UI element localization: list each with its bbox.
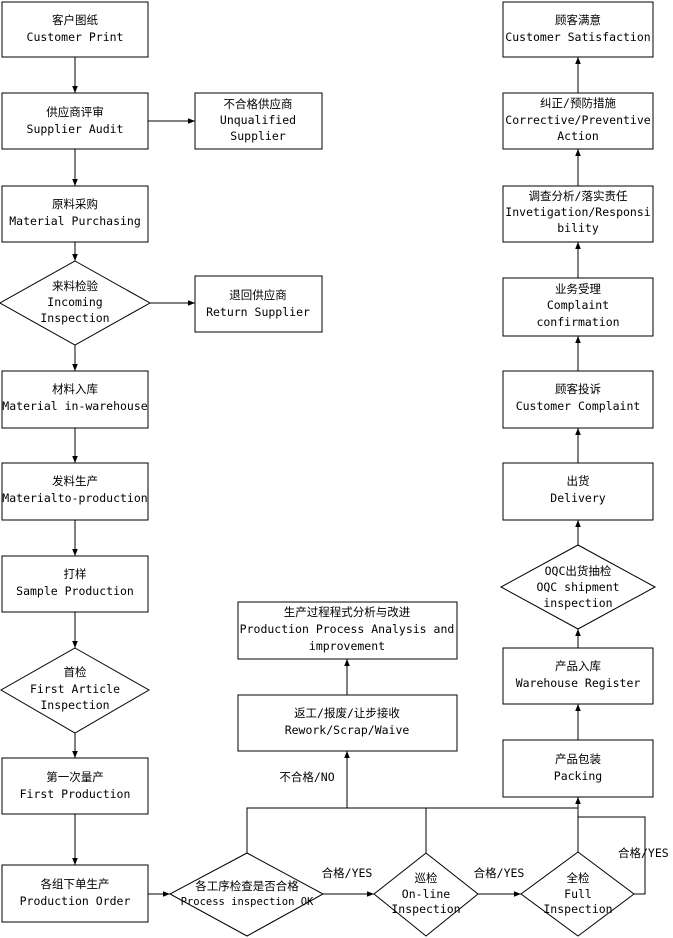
node-material-in-warehouse: 材料入库 Material in-warehouse: [1, 370, 149, 429]
sample-production-en: Sample Production: [16, 584, 134, 598]
process-inspection-en: Process inspection OK: [181, 896, 314, 908]
process-inspection-cn: 各工序检查是否合格: [195, 879, 299, 893]
node-sample-production: 打样 Sample Production: [1, 555, 149, 613]
delivery-cn: 出货: [567, 474, 590, 488]
investigation-en-1: Invetigation/Responsi: [505, 205, 650, 219]
packing-cn: 产品包装: [555, 752, 601, 766]
process-analysis-en-1: Production Process Analysis and: [240, 622, 455, 636]
incoming-inspection-en-2: Inspection: [40, 311, 109, 325]
node-oqc-inspection: OQC出货抽检 OQC shipment inspection: [499, 544, 657, 630]
node-material-to-production: 发料生产 Materialto-production: [1, 462, 149, 521]
corrective-action-cn: 纠正/预防措施: [540, 96, 616, 110]
node-warehouse-register: 产品入库 Warehouse Register: [502, 647, 654, 705]
full-inspection-en-1: Full: [564, 887, 592, 901]
packing-en: Packing: [554, 769, 602, 783]
first-production-cn: 第一次量产: [46, 770, 104, 784]
node-complaint-confirmation: 业务受理 Complaint confirmation: [502, 277, 654, 337]
node-first-production: 第一次量产 First Production: [1, 757, 149, 815]
return-supplier-cn: 退回供应商: [229, 288, 287, 302]
node-online-inspection: 巡检 On-line Inspection: [373, 852, 479, 937]
customer-satisfaction-en: Customer Satisfaction: [505, 30, 650, 44]
process-analysis-en-2: improvement: [309, 639, 385, 653]
node-full-inspection: 全检 Full Inspection: [520, 851, 635, 937]
label-ok-full: 合格/YES: [618, 846, 669, 860]
node-investigation: 调查分析/落实责任 Invetigation/Responsi bility: [502, 185, 654, 243]
first-article-inspection-en-2: Inspection: [40, 698, 109, 712]
warehouse-register-en: Warehouse Register: [516, 676, 641, 690]
incoming-inspection-cn: 来料检验: [52, 279, 98, 293]
supplier-audit-en: Supplier Audit: [27, 122, 124, 136]
full-inspection-en-2: Inspection: [543, 902, 612, 916]
node-material-purchasing: 原料采购 Material Purchasing: [1, 185, 149, 243]
supplier-audit-cn: 供应商评审: [46, 105, 104, 119]
investigation-en-2: bility: [557, 221, 599, 235]
unqualified-supplier-en-1: Unqualified: [220, 113, 296, 127]
production-order-cn: 各组下单生产: [41, 877, 110, 891]
delivery-en: Delivery: [550, 491, 605, 505]
node-production-order: 各组下单生产 Production Order: [1, 864, 149, 923]
label-ok-online: 合格/YES: [474, 866, 525, 880]
first-article-inspection-en-1: First Article: [30, 682, 120, 696]
investigation-cn: 调查分析/落实责任: [529, 189, 628, 203]
connectors: [72, 57, 646, 897]
node-packing: 产品包装 Packing: [502, 739, 654, 798]
material-in-warehouse-en: Material in-warehouse: [2, 399, 147, 413]
label-ng: 不合格/NO: [279, 770, 334, 784]
oqc-inspection-en-2: inspection: [543, 596, 612, 610]
customer-complaint-cn: 顾客投诉: [555, 382, 601, 396]
return-supplier-en: Return Supplier: [206, 305, 310, 319]
node-return-supplier: 退回供应商 Return Supplier: [194, 275, 323, 333]
arrow-full-to-packing: [575, 797, 646, 895]
rework-cn: 返工/报废/让步接收: [294, 706, 400, 720]
oqc-inspection-en-1: OQC shipment: [536, 580, 619, 594]
online-inspection-en-2: Inspection: [391, 902, 460, 916]
node-supplier-audit: 供应商评审 Supplier Audit: [1, 92, 149, 150]
node-process-inspection: 各工序检查是否合格 Process inspection OK: [168, 852, 325, 937]
online-inspection-cn: 巡检: [415, 871, 438, 885]
corrective-action-en-1: Corrective/Preventive: [505, 113, 650, 127]
customer-print-cn: 客户图纸: [52, 13, 98, 27]
warehouse-register-cn: 产品入库: [555, 659, 601, 673]
node-delivery: 出货 Delivery: [502, 462, 654, 521]
material-to-production-cn: 发料生产: [52, 474, 98, 488]
node-customer-satisfaction: 顾客满意 Customer Satisfaction: [502, 1, 654, 58]
first-article-inspection-cn: 首检: [64, 665, 87, 679]
complaint-confirmation-en-1: Complaint: [547, 298, 609, 312]
full-inspection-cn: 全检: [567, 871, 590, 885]
oqc-inspection-cn: OQC出货抽检: [545, 564, 612, 578]
customer-complaint-en: Customer Complaint: [516, 399, 641, 413]
process-analysis-cn: 生产过程程式分析与改进: [284, 605, 411, 619]
online-inspection-en-1: On-line: [402, 887, 451, 901]
material-purchasing-cn: 原料采购: [52, 197, 98, 211]
label-ok-process: 合格/YES: [322, 866, 373, 880]
rework-en: Rework/Scrap/Waive: [285, 723, 410, 737]
complaint-confirmation-en-2: confirmation: [536, 315, 619, 329]
node-first-article-inspection: 首检 First Article Inspection: [0, 647, 151, 734]
material-in-warehouse-cn: 材料入库: [52, 382, 98, 396]
incoming-inspection-en-1: Incoming: [47, 295, 102, 309]
node-customer-complaint: 顾客投诉 Customer Complaint: [502, 370, 654, 429]
node-incoming-inspection: 来料检验 Incoming Inspection: [0, 260, 152, 346]
connector-ng-feedback-bus: [246, 807, 579, 853]
node-unqualified-supplier: 不合格供应商 Unqualified Supplier: [194, 92, 323, 150]
production-order-en: Production Order: [20, 894, 131, 908]
sample-production-cn: 打样: [64, 567, 87, 581]
corrective-action-en-2: Action: [557, 129, 599, 143]
node-process-analysis: 生产过程程式分析与改进 Production Process Analysis …: [237, 601, 458, 660]
material-purchasing-en: Material Purchasing: [9, 214, 141, 228]
customer-print-en: Customer Print: [27, 30, 124, 44]
material-to-production-en: Materialto-production: [2, 491, 147, 505]
customer-satisfaction-cn: 顾客满意: [555, 13, 601, 27]
first-production-en: First Production: [20, 787, 131, 801]
complaint-confirmation-cn: 业务受理: [555, 282, 601, 296]
node-corrective-action: 纠正/预防措施 Corrective/Preventive Action: [502, 92, 654, 150]
unqualified-supplier-cn: 不合格供应商: [224, 97, 293, 111]
node-customer-print: 客户图纸 Customer Print: [1, 1, 149, 58]
unqualified-supplier-en-2: Supplier: [230, 129, 285, 143]
node-rework: 返工/报废/让步接收 Rework/Scrap/Waive: [237, 694, 458, 752]
